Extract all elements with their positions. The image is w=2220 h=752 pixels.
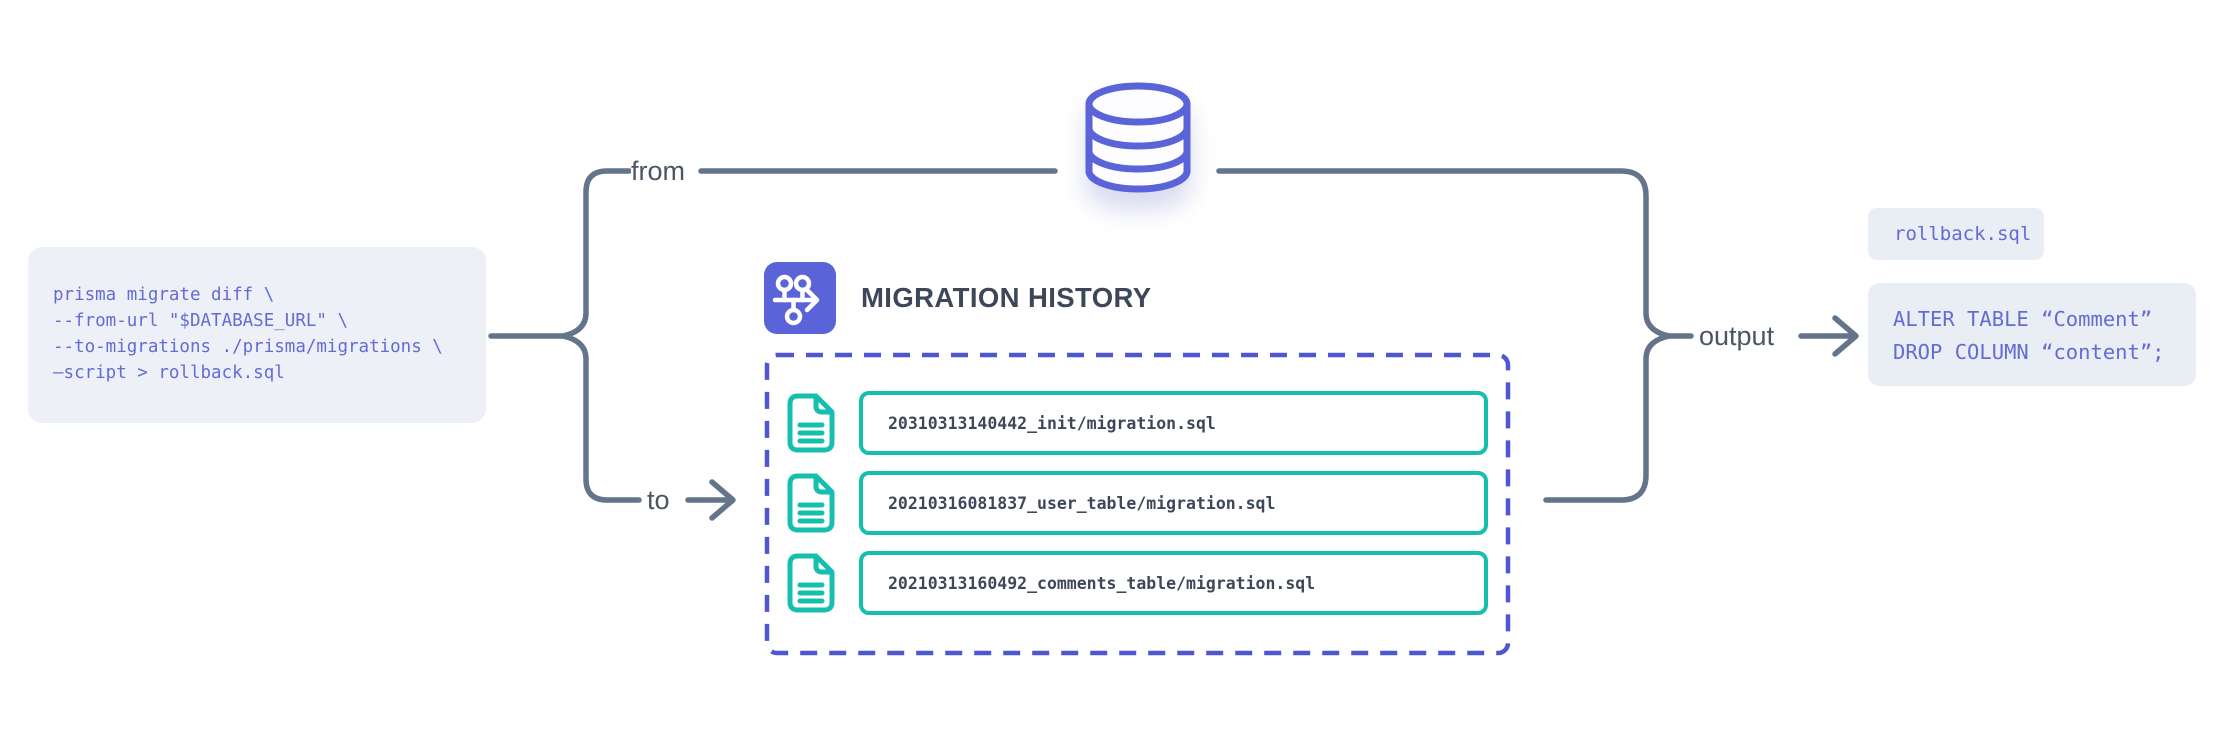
migration-filename: 20210313160492_comments_table/migration.… <box>888 573 1316 593</box>
flow-lines <box>488 168 1859 521</box>
sql-line: ALTER TABLE “Comment” <box>1893 307 2153 331</box>
database-mid-arc-2 <box>1085 147 1191 173</box>
git-timeline-icon <box>772 274 820 326</box>
migration-filename: 20310313140442_init/migration.sql <box>888 413 1216 433</box>
migration-row: 20310313140442_init/migration.sql <box>786 391 1508 455</box>
migration-history-icon <box>764 262 836 334</box>
right-brace-lower <box>1543 333 1672 503</box>
left-brace <box>560 168 642 503</box>
migration-file-box: 20310313140442_init/migration.sql <box>859 391 1488 455</box>
migration-history-title: MIGRATION HISTORY <box>861 282 1152 313</box>
output-label: output <box>1699 319 1775 353</box>
prisma-command-block: prisma migrate diff \ --from-url "$DATAB… <box>28 247 486 423</box>
output-arrow-head <box>1832 315 1859 357</box>
command-line: --to-migrations ./prisma/migrations \ <box>53 337 443 357</box>
sql-file-icon <box>787 393 835 453</box>
from-label: from <box>631 154 685 188</box>
migration-file-box: 20210313160492_comments_table/migration.… <box>859 551 1488 615</box>
database-mid-arc-1 <box>1085 124 1191 150</box>
from-line-right <box>1216 168 1672 339</box>
migration-row: 20210316081837_user_table/migration.sql <box>786 471 1508 535</box>
migration-row: 20210313160492_comments_table/migration.… <box>786 551 1508 615</box>
to-label: to <box>647 483 670 517</box>
database-top <box>1085 82 1191 126</box>
migration-history-dashed-border <box>764 352 1511 656</box>
to-arrow-head <box>709 479 736 521</box>
rollback-file-tag: rollback.sql <box>1868 208 2044 260</box>
sql-line: DROP COLUMN “content”; <box>1893 340 2165 364</box>
command-line: –script > rollback.sql <box>53 363 285 383</box>
migration-filename: 20210316081837_user_table/migration.sql <box>888 493 1276 513</box>
command-line: --from-url "$DATABASE_URL" \ <box>53 311 349 331</box>
sql-file-icon <box>787 553 835 613</box>
command-line: prisma migrate diff \ <box>53 285 275 305</box>
migration-file-box: 20210316081837_user_table/migration.sql <box>859 471 1488 535</box>
database-icon <box>1085 82 1191 193</box>
sql-output-block: ALTER TABLE “Comment” DROP COLUMN “conte… <box>1868 283 2196 386</box>
sql-file-icon <box>787 473 835 533</box>
